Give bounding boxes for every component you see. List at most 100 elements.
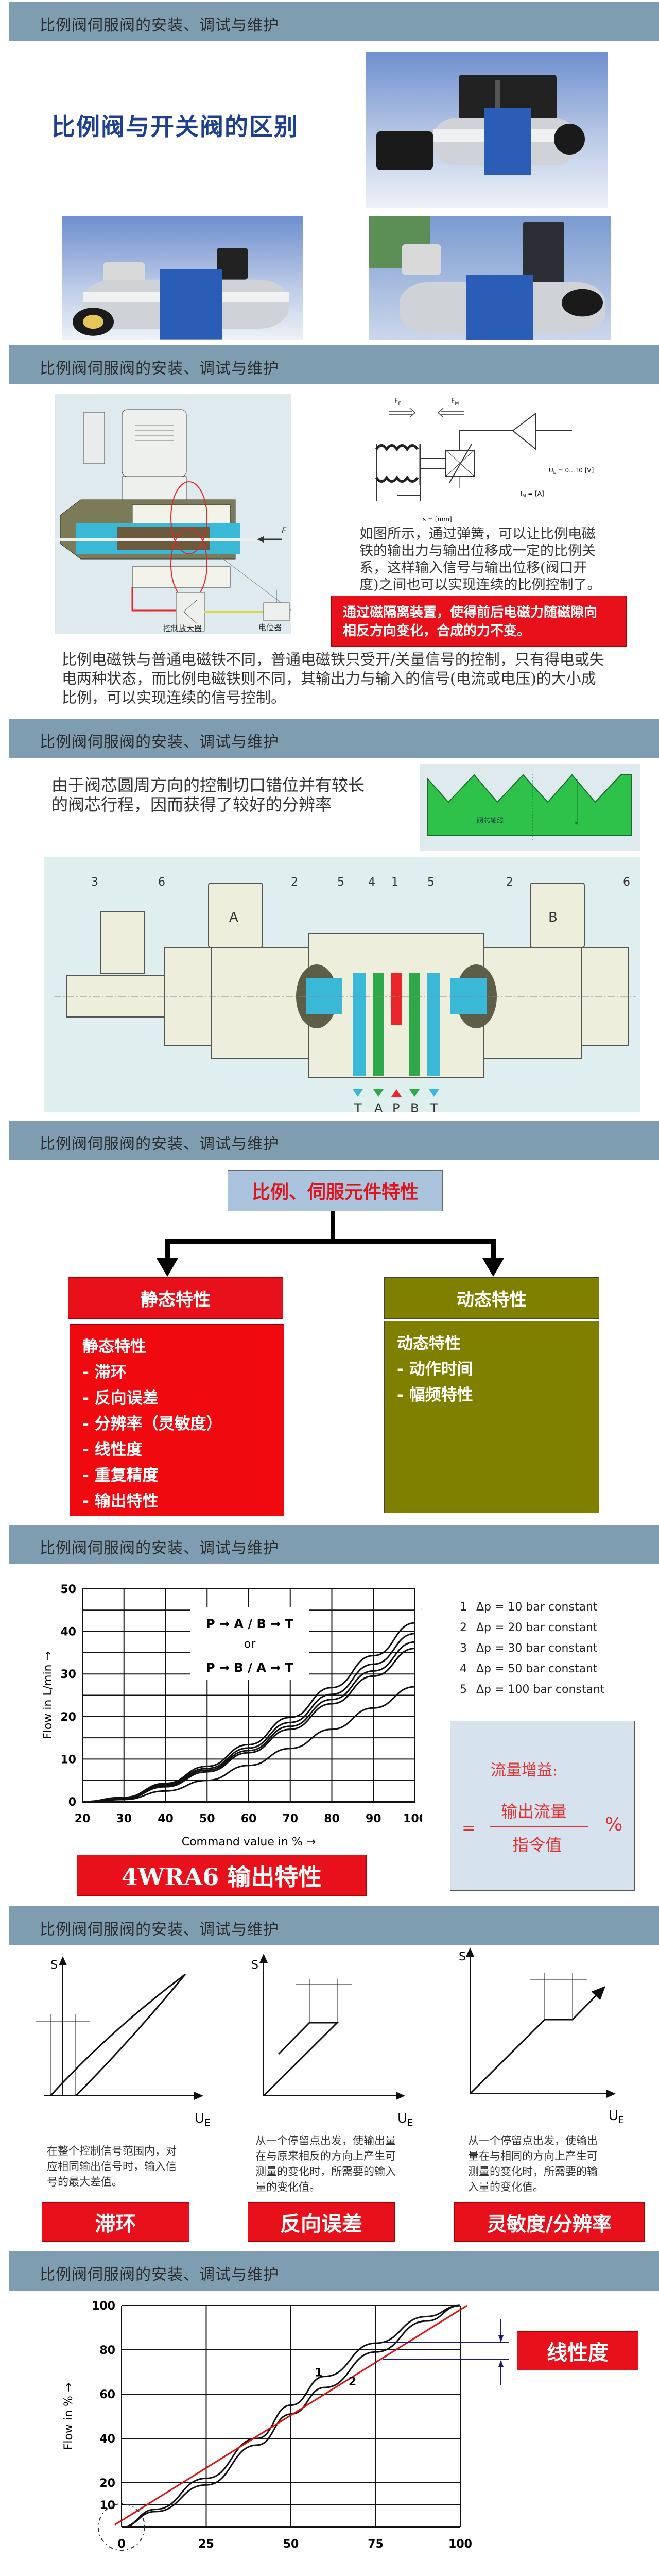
annotation-background — [190, 1607, 309, 1680]
y-tick-label: 20 — [99, 2477, 115, 2490]
route-annotation: P → B / A → T — [206, 1660, 294, 1675]
x-tick-label: 20 — [75, 1812, 91, 1825]
svg-text:IM = [A]: IM = [A] — [521, 490, 544, 498]
y-tick-label: 40 — [99, 2433, 115, 2446]
list-item: - 反向误差 — [82, 1389, 159, 1408]
y-tick-label: 30 — [60, 1668, 76, 1681]
arrow-down-icon — [482, 1258, 504, 1277]
characteristics-root-box: 比例、伺服元件特性 — [228, 1170, 443, 1211]
svg-text:UE = 0...10 [V]: UE = 0...10 [V] — [549, 467, 594, 475]
part-number: 2 — [291, 876, 298, 889]
part-number: 6 — [623, 876, 630, 889]
x-tick-label: 100 — [448, 2538, 472, 2551]
x-tick-label: 25 — [198, 2538, 214, 2551]
y-tick-label: 20 — [60, 1711, 76, 1724]
y-tick-label: 40 — [60, 1626, 76, 1639]
connector-line — [165, 1239, 170, 1260]
resolution-diagram: S UE — [459, 1947, 624, 2126]
slide-header: 比例阀伺服阀的安装、调试与维护 — [9, 345, 659, 384]
connector-line — [165, 1239, 496, 1244]
slide-header: 比例阀伺服阀的安装、调试与维护 — [9, 2, 659, 41]
svg-text:FF: FF — [394, 397, 401, 406]
series-line-1 — [121, 2304, 461, 2528]
list-item: - 滞环 — [82, 1363, 127, 1382]
resolution-label: 灵敏度/分辨率 — [454, 2202, 645, 2242]
spool-axis-label: 阀芯轴线 — [477, 817, 504, 825]
proportional-valve-photo — [366, 52, 608, 208]
connector-line — [491, 1239, 496, 1260]
x-tick-label: 70 — [282, 1812, 298, 1825]
valve-section-diagram: 3 6 2 5 4 1 5 2 6 A B — [44, 857, 640, 1115]
slide-header: 比例阀伺服阀的安装、调试与维护 — [9, 1906, 659, 1945]
formula-title: 流量增益: — [491, 1761, 558, 1780]
potentiometer-label: 电位器 — [258, 623, 282, 632]
solenoid-footer-text: 比例电磁铁与普通电磁铁不同，普通电磁铁只受开/关量信号的控制，只有得电或失电两种… — [62, 651, 604, 706]
y-axis-label: Flow in L/min → — [42, 1651, 55, 1739]
ue-axis-label: UE — [397, 2111, 413, 2128]
valve-with-electronics-photo — [369, 216, 611, 340]
flow-gain-formula-box: 流量增益: = 输出流量 指令值 % — [450, 1721, 635, 1891]
y-tick-label: 80 — [99, 2344, 115, 2357]
im-label: I — [521, 490, 523, 497]
slide-header: 比例阀伺服阀的安装、调试与维护 — [9, 1121, 659, 1160]
origin-detail-circle — [98, 2503, 145, 2551]
reversal-error-caption: 从一个停留点出发，使输出量在与原来相反的方向上产生可测量的变化时，所需要的输入量… — [255, 2134, 396, 2193]
slide-header-title: 比例阀伺服阀的安装、调试与维护 — [40, 1135, 279, 1153]
x-tick-label: 50 — [199, 1812, 215, 1825]
port-label: P — [392, 1101, 400, 1112]
x-tick-label: 30 — [116, 1812, 132, 1825]
s-axis-label: S — [459, 1951, 466, 1963]
part-number: 1 — [391, 876, 398, 889]
x-axis-label: Command value in % → — [182, 1836, 316, 1849]
series-label: 2 — [349, 2376, 356, 2388]
y-tick-label: 0 — [68, 1796, 76, 1809]
y-tick-label: 10 — [99, 2499, 115, 2512]
list-item: - 幅频特性 — [397, 1386, 473, 1404]
s-axis-label: S — [251, 1959, 258, 1972]
arrow-up-icon — [498, 2360, 504, 2367]
x-tick-label: 90 — [366, 1812, 381, 1825]
formula-numerator: 输出流量 — [501, 1802, 567, 1821]
list-item: - 输出特性 — [82, 1492, 159, 1511]
ff-label: F — [394, 397, 398, 405]
spool-notch-image: 阀芯轴线 x — [420, 764, 640, 851]
fm-label: F — [451, 397, 455, 405]
force-label: F — [282, 526, 287, 535]
formula-denominator: 指令值 — [512, 1835, 562, 1855]
ue-label: U — [549, 467, 553, 474]
y-tick-label: 60 — [99, 2388, 115, 2401]
dynamic-characteristics-list: 动态特性 - 动作时间 - 幅频特性 — [384, 1321, 599, 1513]
part-number: 2 — [506, 876, 513, 889]
port-label: T — [354, 1101, 362, 1112]
slide-header-title: 比例阀伺服阀的安装、调试与维护 — [40, 360, 279, 378]
list-item: - 重复精度 — [82, 1466, 159, 1485]
linearity-label: 线性度 — [517, 2331, 638, 2370]
slide-header: 比例阀伺服阀的安装、调试与维护 — [9, 1525, 659, 1564]
y-tick-label: 50 — [60, 1583, 76, 1596]
arrow-down-icon — [157, 1258, 178, 1277]
series-label: 1 — [315, 2367, 322, 2380]
series-line-4 — [82, 1622, 415, 1803]
magnetic-isolation-callout: 通过磁隔离装置，使得前后电磁力随磁隙向相反方向变化，合成的力不变。 — [331, 596, 627, 647]
ue-axis-label: UE — [609, 2108, 624, 2126]
x-tick-label: 60 — [241, 1812, 257, 1825]
port-label: A — [374, 1101, 383, 1112]
svg-text:FM: FM — [451, 397, 459, 406]
switching-valve-photo — [62, 216, 303, 340]
slide-header-title: 比例阀伺服阀的安装、调试与维护 — [40, 16, 279, 35]
static-characteristics-list: 静态特性 - 滞环 - 反向误差 - 分辨率（灵敏度） - 线性度 - 重复精度… — [70, 1324, 284, 1516]
series-line-reference — [114, 2304, 467, 2526]
slide-header-title: 比例阀伺服阀的安装、调试与维护 — [40, 2266, 279, 2284]
connector-line — [331, 1211, 335, 1243]
port-label: B — [410, 1101, 419, 1112]
slide-header-title: 比例阀伺服阀的安装、调试与维护 — [40, 1921, 279, 1939]
hysteresis-diagram: S UE — [36, 1956, 210, 2128]
part-number: 5 — [427, 876, 435, 889]
resolution-text: 由于阀芯圆周方向的控制切口错位并有较长的阀芯行程，因而获得了较好的分辨率 — [51, 775, 365, 815]
series-line-2 — [121, 2304, 461, 2528]
slide-header-title: 比例阀伺服阀的安装、调试与维护 — [40, 1539, 279, 1557]
resolution-caption: 从一个停留点出发，使输出量在与相同的方向上产生可测量的变化时，所需要的输入量的变… — [468, 2134, 598, 2193]
